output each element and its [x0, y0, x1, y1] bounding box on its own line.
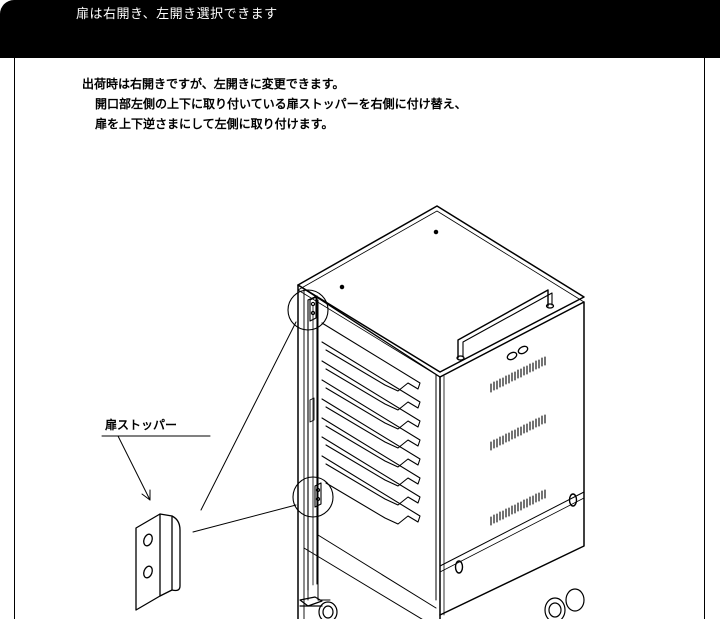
cable-hole — [506, 351, 518, 361]
cabinet-door — [307, 295, 318, 591]
cable-hole — [517, 345, 529, 355]
vent-slots — [490, 356, 546, 526]
frame-left-border — [14, 56, 15, 619]
cabinet-top — [297, 205, 585, 373]
instruction-line-1: 出荷時は右開きですが、左開きに変更できます。 — [82, 77, 345, 91]
door-stopper-detail — [135, 513, 181, 611]
stopper-bottom-detail — [314, 482, 322, 508]
instructions: 出荷時は右開きですが、左開きに変更できます。 開口部左側の上下に取り付いている扉… — [82, 74, 467, 134]
label-arrow — [117, 435, 151, 501]
cabinet-front-frame — [297, 284, 441, 619]
stopper-callout-bottom — [292, 476, 334, 518]
door-stopper-label: 扉ストッパー — [105, 418, 178, 432]
cabinet-right-side — [439, 301, 585, 616]
side-knob — [568, 493, 578, 507]
stopper-callout-top — [287, 289, 329, 331]
header-bar: 扉は右開き、左開き選択できます — [0, 0, 720, 58]
instruction-line-3: 扉を上下逆さまにして左側に取り付けます。 — [95, 117, 334, 131]
frame-right-border — [704, 56, 705, 619]
page-title: 扉は右開き、左開き選択できます — [76, 7, 278, 22]
callout-leader — [192, 321, 297, 533]
caster-wheels — [299, 588, 585, 619]
tablet-shelves — [321, 322, 421, 525]
side-knob — [454, 560, 464, 574]
instruction-line-2: 開口部左側の上下に取り付いている扉ストッパーを右側に付け替え、 — [95, 97, 467, 111]
stopper-top-detail — [309, 296, 317, 322]
carry-handle — [456, 289, 555, 361]
